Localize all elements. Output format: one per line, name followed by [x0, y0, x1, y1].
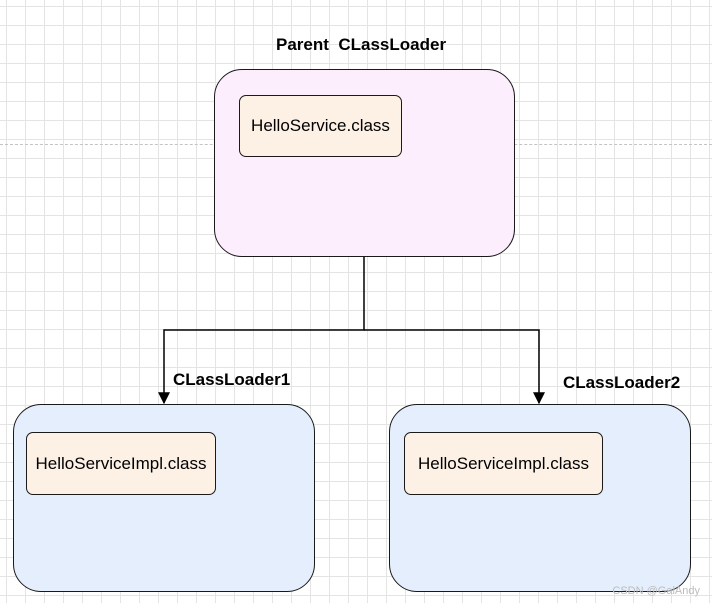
parent-classloader-title: Parent CLassLoader — [276, 35, 447, 54]
classloader2-title: CLassLoader2 — [563, 373, 681, 392]
watermark: CSDN @GalAndy — [612, 585, 700, 597]
edge-parent-to-classloader1 — [158, 257, 365, 405]
classloader1-title: CLassLoader1 — [173, 370, 291, 389]
parent-class-file: HelloService.class — [239, 95, 402, 157]
classloader1-class-file: HelloServiceImpl.class — [26, 432, 216, 495]
classloader2-class-file: HelloServiceImpl.class — [404, 432, 603, 495]
edge-parent-to-classloader2 — [364, 329, 545, 405]
